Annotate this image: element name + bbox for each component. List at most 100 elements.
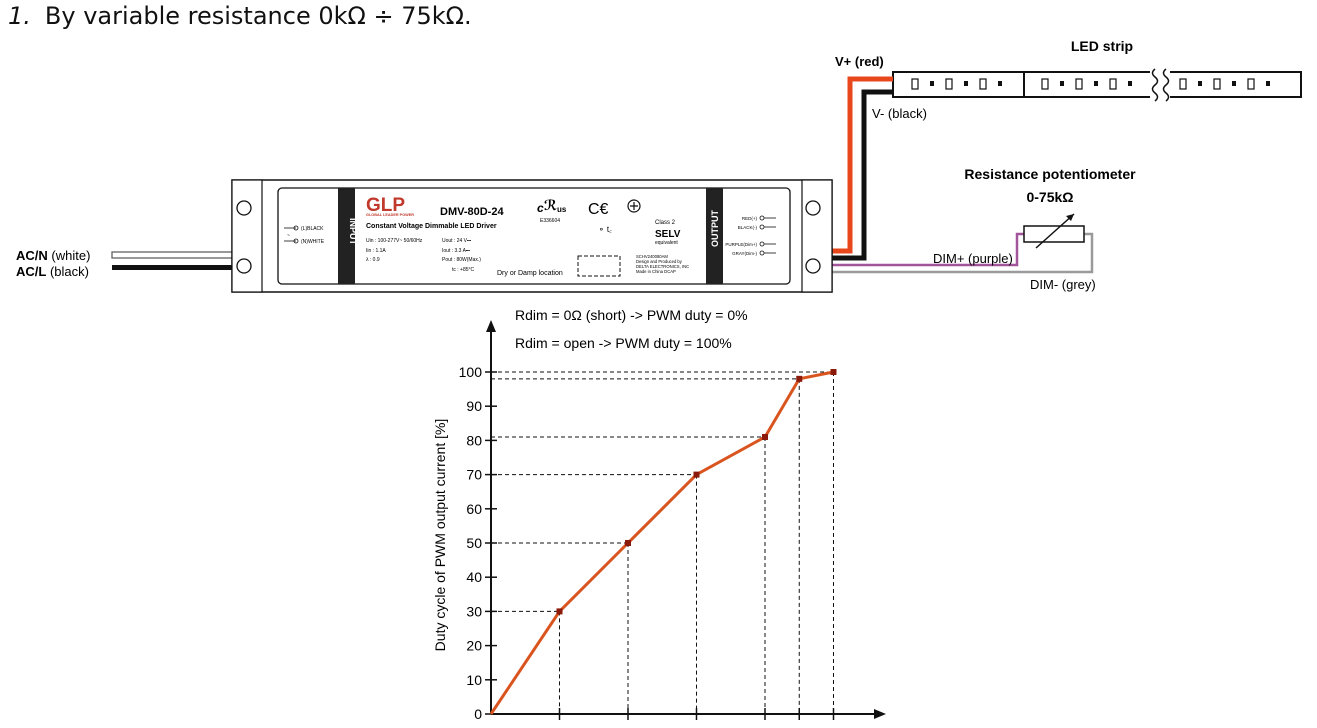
location-label: Dry or Damp location	[497, 270, 563, 277]
spec-iin: Iin : 1.1A	[366, 248, 386, 254]
output-pin-gray: GRAY(Dim-)	[732, 251, 757, 256]
tc-symbol-icon: ⚬ t꜀	[598, 225, 612, 234]
mount-hole-icon	[805, 200, 821, 216]
dim-minus-wire	[797, 232, 1094, 274]
output-pin-purple: PURPLE(Dim+)	[725, 242, 757, 247]
resistor-chip	[1060, 81, 1064, 86]
y-tick-label: 100	[459, 364, 483, 380]
dim-minus-label: DIM- (grey)	[1030, 277, 1096, 292]
y-tick-label: 70	[466, 467, 482, 483]
led-chip	[1109, 78, 1117, 90]
resistor-chip	[1266, 81, 1270, 86]
heading-number: 1.	[8, 2, 31, 30]
data-point	[796, 375, 803, 382]
data-point	[830, 369, 837, 375]
chart-annotation-short: Rdim = 0Ω (short) -> PWM duty = 0%	[515, 307, 748, 323]
led-chips	[911, 78, 1270, 90]
data-point	[625, 540, 631, 546]
ac-l-wire	[112, 265, 264, 270]
y-tick-label: 60	[466, 501, 482, 517]
led-strip-title: LED strip	[1071, 38, 1133, 54]
y-tick-label: 90	[466, 398, 482, 414]
driver-model: DMV-80D-24	[440, 206, 504, 218]
wiring-diagram: LED strip V+ (red) V- (black) DIM+ (purp…	[16, 38, 1302, 293]
ac-n-label: AC/N (white)	[16, 248, 90, 263]
svg-text:ℛ: ℛ	[544, 197, 557, 213]
svg-text:SCHV240080AM: SCHV240080AM	[636, 254, 668, 259]
dim-plus-label: DIM+ (purple)	[933, 251, 1013, 266]
led-strip	[892, 68, 1302, 102]
resistor-chip	[930, 81, 934, 86]
y-tick-label: 80	[466, 432, 482, 448]
y-tick-label: 30	[466, 603, 482, 619]
brand-subtitle: GLOBAL LEADER POWER	[366, 213, 414, 217]
led-chip	[945, 78, 953, 90]
y-tick-label: 10	[466, 672, 482, 688]
pot-range: 0-75kΩ	[1026, 189, 1073, 205]
resistor-chip	[998, 81, 1002, 86]
output-pin-black: BLACK(-)	[738, 225, 758, 230]
resistor-chip	[1198, 81, 1202, 86]
y-tick-label: 40	[466, 569, 482, 585]
y-tick-label: 0	[474, 706, 482, 722]
selv-label: SELV	[655, 229, 681, 240]
mount-hole-icon	[236, 200, 252, 216]
class-label: Class 2	[655, 220, 676, 226]
svg-text:us: us	[557, 205, 567, 214]
led-chip	[979, 78, 987, 90]
output-pin-red: RED(+)	[742, 216, 758, 221]
svg-text:c: c	[537, 201, 544, 215]
data-point	[556, 608, 563, 615]
data-point	[762, 433, 768, 440]
svg-text:Design and Produced by: Design and Produced by	[636, 259, 683, 264]
led-driver: INPUT OUTPUT (L)BLACK (N)WHITE ~ RED(+) …	[231, 179, 833, 293]
y-axis-arrow-icon	[486, 320, 496, 332]
driver-specs-left: Uin : 100-277V~ 50/60Hz Iin : 1.1A λ : 0…	[366, 238, 423, 263]
duty-cycle-chart: Rdim = 0Ω (short) -> PWM duty = 0% Rdim …	[432, 307, 886, 722]
mount-hole-icon	[236, 258, 252, 274]
maker-info: SCHV240080AM Design and Produced by DELT…	[636, 254, 689, 274]
strip-break-right-icon	[1162, 68, 1170, 102]
spec-iout: Iout : 3.3 A⎓	[442, 248, 470, 254]
svg-text:DELTA ELECTRONICS, INC: DELTA ELECTRONICS, INC	[636, 264, 689, 269]
spec-uout: Uout : 24 V⎓	[442, 238, 471, 244]
heading-text: By variable resistance 0kΩ ÷ 75kΩ.	[44, 2, 472, 30]
mount-hole-icon	[805, 258, 821, 274]
chart-annotation-open: Rdim = open -> PWM duty = 100%	[515, 335, 732, 351]
resistor-chip	[964, 81, 968, 86]
output-pins: RED(+) BLACK(-) PURPLE(Dim+) GRAY(Dim-)	[725, 215, 776, 256]
potentiometer-icon	[1023, 213, 1085, 249]
output-bar	[706, 188, 723, 284]
led-chip	[911, 78, 919, 90]
data-point	[693, 471, 700, 478]
driver-description: Constant Voltage Dimmable LED Driver	[366, 223, 497, 230]
y-tick-label: 20	[466, 638, 482, 654]
spec-uin: Uin : 100-277V~ 50/60Hz	[366, 238, 423, 244]
strip-break-left-icon	[1151, 68, 1159, 102]
resistor-chip	[1128, 81, 1132, 86]
selv-sublabel: equivalent	[655, 240, 678, 246]
input-pins: (L)BLACK (N)WHITE ~	[284, 225, 325, 245]
pot-title: Resistance potentiometer	[964, 166, 1136, 182]
spec-pout: Pout : 80W(Max.)	[442, 257, 481, 263]
led-chip	[1247, 78, 1255, 90]
v-plus-label: V+ (red)	[835, 54, 884, 69]
svg-text:Made in China DCAP: Made in China DCAP	[636, 269, 676, 274]
svg-text:~: ~	[287, 233, 290, 239]
led-chip	[1213, 78, 1221, 90]
ul-file-number: E336604	[540, 218, 560, 224]
section-heading: 1. By variable resistance 0kΩ ÷ 75kΩ.	[8, 2, 472, 30]
input-pin-n: (N)WHITE	[301, 239, 325, 245]
y-axis-label: Duty cycle of PWM output current [%]	[432, 419, 448, 652]
spec-pf: λ : 0.9	[366, 257, 380, 263]
led-chip	[1041, 78, 1049, 90]
input-bar-label: INPUT	[348, 218, 358, 246]
ce-mark-icon: C€	[588, 201, 609, 218]
led-chip	[1179, 78, 1187, 90]
input-pin-l: (L)BLACK	[301, 226, 324, 232]
driver-label-plate	[277, 187, 791, 285]
serial-box	[577, 255, 621, 277]
spec-tc: tc : +85°C	[452, 267, 475, 273]
resistor-chip	[1232, 81, 1236, 86]
